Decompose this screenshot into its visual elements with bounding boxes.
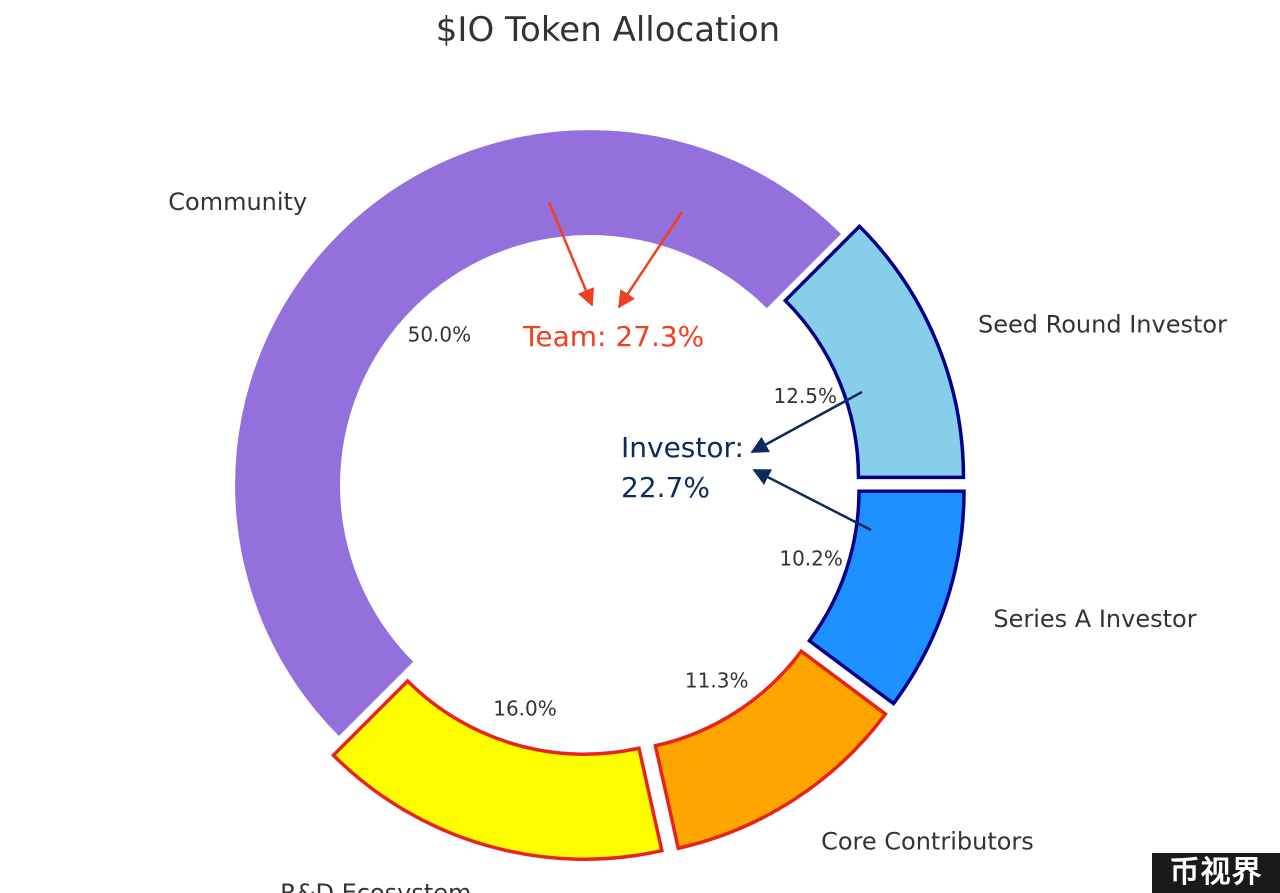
slice-percent-series-a-investor: 10.2% <box>779 546 843 570</box>
investor-arrow-seed <box>752 468 872 532</box>
slice-percent-core-contributors: 11.3% <box>685 669 749 693</box>
slice-percent-rd-ecosystem: 16.0% <box>493 697 557 721</box>
team-group-label: Team: 27.3% <box>522 320 704 353</box>
slice-label-seed-round-investor: Seed Round Investor <box>978 310 1227 338</box>
slice-percent-seed-round-investor: 12.5% <box>773 384 837 408</box>
slice-label-rd-ecosystem: R&D Ecosystem <box>280 879 471 893</box>
slice-percent-community: 50.0% <box>408 322 472 346</box>
slice-series-a-investor <box>806 489 966 707</box>
investor-group-label-line2: 22.7% <box>621 471 710 504</box>
slice-rd-ecosystem <box>330 678 664 861</box>
investor-arrow-series-a <box>750 390 863 454</box>
slice-core-contributors <box>653 648 888 851</box>
watermark-logo: 币视界 <box>1152 853 1280 893</box>
slice-label-series-a-investor: Series A Investor <box>993 605 1196 633</box>
slice-community <box>235 130 842 737</box>
investor-group-label-line1: Investor: <box>621 431 744 464</box>
chart-title: $IO Token Allocation <box>436 10 780 50</box>
team-arrow-core <box>617 211 684 309</box>
slice-label-core-contributors: Core Contributors <box>821 828 1034 856</box>
team-arrow-rd <box>547 201 595 307</box>
slice-seed-round-investor <box>782 223 966 480</box>
slice-label-community: Community <box>168 188 307 216</box>
